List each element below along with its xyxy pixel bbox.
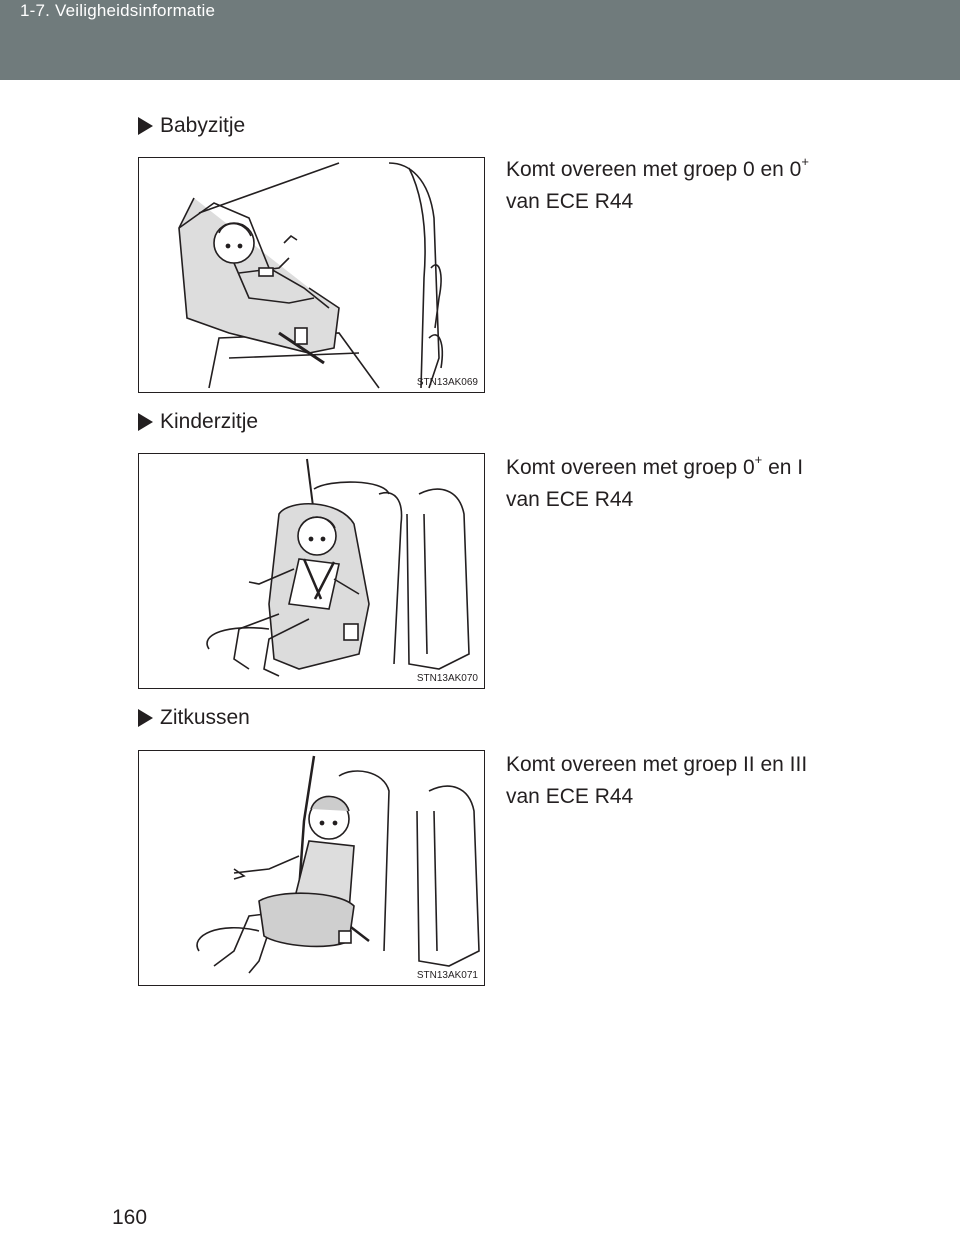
triangle-right-icon (138, 117, 153, 135)
description-zitkussen: Komt overeen met groep II en III van ECE… (506, 743, 846, 813)
triangle-right-icon (138, 709, 153, 727)
image-code: STN13AK071 (416, 970, 478, 981)
superscript-plus: + (754, 452, 763, 467)
description-line-1: Komt overeen met groep 0+ en I (506, 446, 846, 484)
header-bar: 1-7. Veiligheidsinformatie (0, 0, 960, 80)
section-title-zitkussen: Zitkussen (138, 706, 250, 730)
superscript-plus: + (801, 154, 809, 169)
illustration-baby-seat: STN13AK069 (138, 157, 485, 393)
description-text: Komt overeen met groep 0 (506, 456, 755, 479)
section-header-title: 1-7. Veiligheidsinformatie (20, 1, 216, 20)
image-code: STN13AK069 (416, 377, 478, 388)
illustration-booster-cushion: STN13AK071 (138, 750, 485, 986)
triangle-right-icon (138, 413, 153, 431)
section-title-text: Zitkussen (160, 706, 250, 729)
description-babyzitje: Komt overeen met groep 0 en 0+ van ECE R… (506, 148, 846, 218)
section-title-text: Kinderzitje (160, 410, 259, 433)
description-line-2: van ECE R44 (506, 785, 634, 808)
image-code: STN13AK070 (416, 673, 478, 684)
section-title-text: Babyzitje (160, 114, 246, 137)
page-number: 160 (112, 1206, 148, 1229)
description-line-2: van ECE R44 (506, 190, 634, 213)
description-kinderzitje: Komt overeen met groep 0+ en I van ECE R… (506, 446, 846, 516)
description-text-after: en I (762, 456, 804, 479)
description-line-1: Komt overeen met groep II en III (506, 743, 846, 781)
description-text: Komt overeen met groep 0 en 0 (506, 158, 802, 181)
description-line-1: Komt overeen met groep 0 en 0+ (506, 148, 846, 186)
description-text: Komt overeen met groep II en III (506, 753, 808, 776)
section-title-babyzitje: Babyzitje (138, 114, 245, 138)
description-line-2: van ECE R44 (506, 488, 634, 511)
section-title-kinderzitje: Kinderzitje (138, 410, 258, 434)
illustration-child-seat: STN13AK070 (138, 453, 485, 689)
